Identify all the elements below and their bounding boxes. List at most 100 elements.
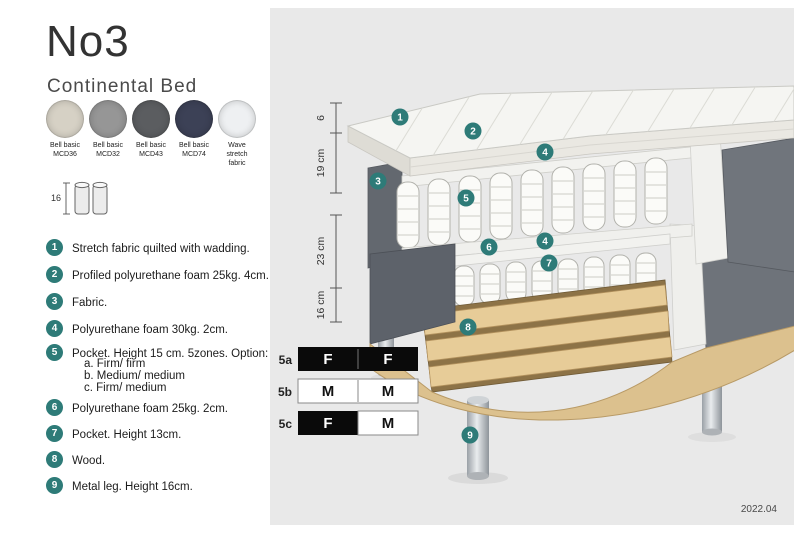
legend-badge: 2	[46, 266, 63, 283]
fabric-swatch-label: Bell basic MCD36	[50, 142, 80, 159]
top-mattress	[346, 85, 794, 177]
firmness-row-5b: 5b M M	[278, 378, 419, 404]
diagram-badge: 3	[369, 172, 387, 190]
svg-text:2: 2	[470, 127, 476, 138]
leg-height-value: 16	[51, 193, 61, 203]
legend-item: 1 Stretch fabric quilted with wadding.	[46, 239, 250, 256]
dimension-label: 19 cm	[315, 148, 327, 177]
fabric-swatch-label: Bell basic MCD32	[93, 142, 123, 159]
fabric-swatch: Bell basic MCD43	[131, 100, 171, 168]
diagram-badge: 4	[536, 143, 554, 161]
firmness-row-5a: 5a F F	[279, 347, 418, 371]
legend-item: 8 Wood.	[46, 451, 105, 468]
firmness-cell: M	[322, 383, 335, 400]
leg-measure-bracket	[63, 182, 70, 215]
fabric-swatch-circle	[218, 100, 256, 138]
diagram-badge: 6	[480, 238, 498, 256]
legend-badge: 4	[46, 320, 63, 337]
dimension-label: 16 cm	[315, 290, 327, 319]
diagram-badge: 7	[540, 254, 558, 272]
svg-text:9: 9	[467, 431, 473, 442]
fabric-swatch: Bell basic MCD32	[88, 100, 128, 168]
legend-option: c. Firm/ medium	[84, 382, 167, 394]
dimension-label: 23 cm	[315, 236, 327, 265]
firmness-row-label: 5c	[279, 417, 293, 431]
legend-text: Metal leg. Height 16cm.	[72, 481, 193, 493]
fabric-swatch-label: Wave stretch fabric	[226, 142, 248, 168]
legend-badge: 5	[46, 344, 63, 361]
legend-item: 2 Profiled polyurethane foam 25kg. 4cm.	[46, 266, 269, 283]
dimension-label: 6	[315, 115, 327, 121]
svg-text:8: 8	[465, 323, 471, 334]
diagram-badge: 9	[461, 426, 479, 444]
svg-text:6: 6	[486, 243, 492, 254]
diagram-badges: 1 2 3 4 5 4 6 7 8 9	[369, 108, 558, 444]
base-box	[369, 233, 794, 421]
fabric-swatches: Bell basic MCD36 Bell basic MCD32 Bell b…	[45, 100, 257, 168]
product-title: No3	[46, 17, 130, 66]
legend-item: 6 Polyurethane foam 25kg. 2cm.	[46, 399, 228, 416]
legend-item: 4 Polyurethane foam 30kg. 2cm.	[46, 320, 228, 337]
legend-text: Stretch fabric quilted with wadding.	[72, 243, 250, 255]
svg-text:4: 4	[542, 237, 548, 248]
fabric-swatch-circle	[175, 100, 213, 138]
legend-badge: 1	[46, 239, 63, 256]
firmness-cell: F	[323, 351, 332, 368]
fabric-swatch-circle	[132, 100, 170, 138]
legend-text: Wood.	[72, 455, 106, 467]
bed-diagram: 6 19 cm 23 cm 16 cm 5a F F 5b M M	[278, 85, 794, 515]
fabric-swatch: Wave stretch fabric	[217, 100, 257, 168]
svg-text:5: 5	[463, 194, 469, 205]
diagram-badge: 5	[457, 189, 475, 207]
leg-cylinder-icon	[74, 181, 108, 215]
legend-badge: 9	[46, 477, 63, 494]
base-fabric-left	[369, 243, 456, 345]
fabric-swatch: Bell basic MCD74	[174, 100, 214, 168]
date-label: 2022.04	[741, 504, 778, 515]
fabric-swatch-circle	[89, 100, 127, 138]
firmness-cell: M	[382, 383, 395, 400]
wood-slats	[421, 279, 673, 393]
svg-text:7: 7	[546, 259, 552, 270]
firmness-row-label: 5b	[278, 385, 292, 399]
diagram-panel: 6 19 cm 23 cm 16 cm 5a F F 5b M M	[270, 8, 794, 525]
legend-item: 3 Fabric.	[46, 293, 107, 310]
legend-text: Fabric.	[72, 297, 108, 309]
firmness-cell: M	[382, 415, 395, 432]
firmness-row-5c: 5c F M	[279, 410, 419, 436]
firmness-row-label: 5a	[279, 353, 293, 367]
legend-option: a. Firm/ firm	[84, 358, 146, 370]
info-column: No3 Continental Bed Bell basic MCD36 Bel…	[0, 0, 270, 533]
legend-item: 5 Pocket. Height 15 cm. 5zones. Option:	[46, 344, 268, 361]
legend-badge: 6	[46, 399, 63, 416]
product-subtitle: Continental Bed	[47, 76, 198, 97]
firmness-cell: F	[383, 351, 392, 368]
diagram-badge: 2	[464, 122, 482, 140]
legend-option: b. Medium/ medium	[84, 370, 185, 382]
firmness-cell: F	[323, 415, 332, 432]
fabric-swatch: Bell basic MCD36	[45, 100, 85, 168]
fabric-swatch-label: Bell basic MCD43	[136, 142, 166, 159]
diagram-badge: 4	[536, 232, 554, 250]
legend-text: Polyurethane foam 25kg. 2cm.	[72, 403, 228, 415]
diagram-badge: 1	[391, 108, 409, 126]
top-mattress-surface	[346, 85, 794, 159]
diagram-badge: 8	[459, 318, 477, 336]
legend-text: Profiled polyurethane foam 25kg. 4cm.	[72, 270, 269, 282]
leg-height-note: 16	[48, 176, 120, 225]
svg-text:1: 1	[397, 113, 403, 124]
legend-text: Polyurethane foam 30kg. 2cm.	[72, 324, 228, 336]
legend-badge: 7	[46, 425, 63, 442]
svg-text:4: 4	[542, 148, 548, 159]
firmness-table: 5a F F 5b M M 5c F	[278, 347, 419, 436]
middle-fabric-right	[721, 137, 794, 273]
legend-text: Pocket. Height 15 cm. 5zones. Option:	[72, 348, 269, 360]
legend-text: Pocket. Height 13cm.	[72, 429, 182, 441]
svg-text:3: 3	[375, 177, 381, 188]
legend-item: 7 Pocket. Height 13cm.	[46, 425, 181, 442]
legend-badge: 3	[46, 293, 63, 310]
legend-item: 9 Metal leg. Height 16cm.	[46, 477, 193, 494]
fabric-swatch-circle	[46, 100, 84, 138]
legend-badge: 8	[46, 451, 63, 468]
